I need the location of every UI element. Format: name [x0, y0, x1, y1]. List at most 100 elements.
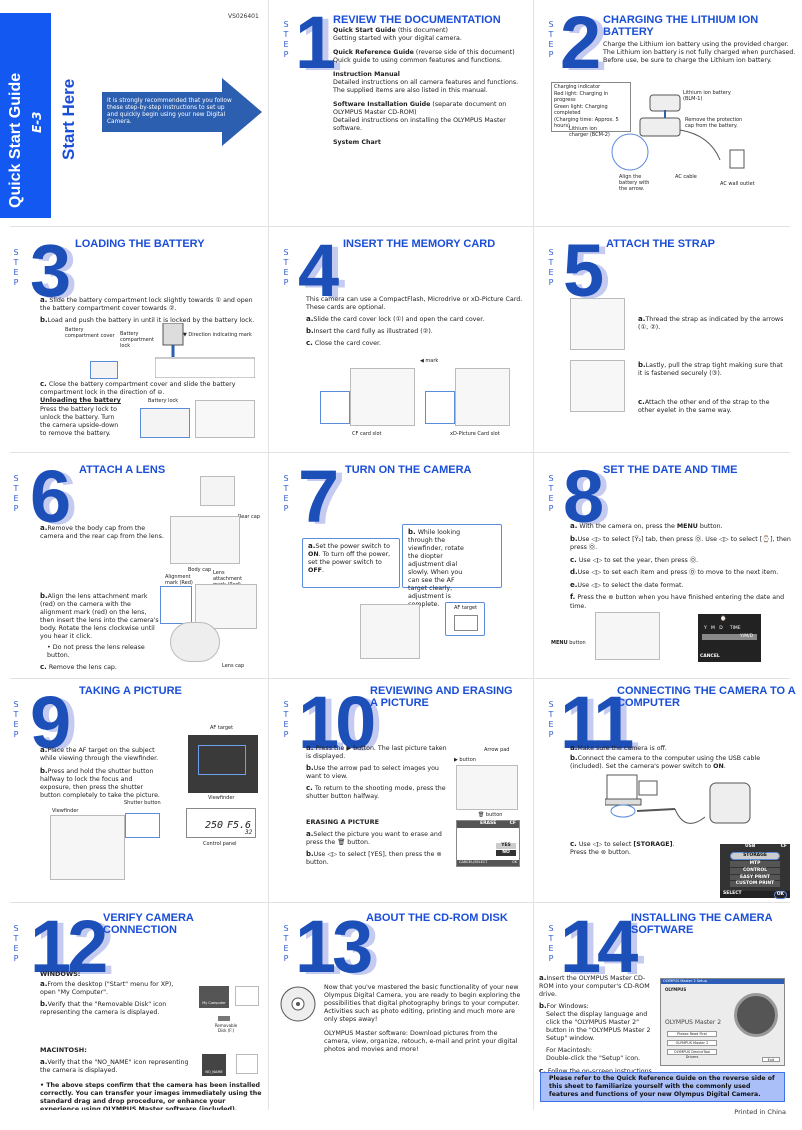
menu-button-label: MENU	[551, 640, 568, 646]
row-divider	[10, 678, 790, 679]
doc-note: (separate document on OLYMPUS Master CD-…	[333, 101, 507, 116]
cap-label: Remove the protection cap from the batte…	[685, 117, 743, 129]
doc-name: Quick Start Guide	[333, 27, 396, 34]
charger-label: Lithium ion charger (BCM-2)	[569, 126, 610, 138]
step-title: REVIEW THE DOCUMENTATION	[333, 14, 501, 26]
battery-insert-illustration	[155, 323, 255, 378]
ok-hint: OK	[511, 860, 517, 864]
instruction-b: Use ◁▷ to select [Ÿ₂] tab, then press Ⓞ.…	[570, 535, 791, 552]
instruction-b: Align the lens attachment mark (red) on …	[40, 593, 159, 640]
doc-name: System Chart	[333, 139, 381, 146]
no-name-disk-icon: NO_NAME	[202, 1054, 226, 1076]
setup-window: OLYMPUS Master 2 Setup OLYMPUS OLYMPUS M…	[660, 978, 785, 1066]
step-number: 7	[298, 455, 339, 538]
column-divider	[533, 0, 534, 1110]
instruction-d: Use ◁▷ to set each item and press Ⓞ to m…	[577, 569, 779, 576]
instruction-b: While looking through the viewfinder, ro…	[408, 529, 464, 608]
doc-note: (this document)	[397, 27, 448, 34]
step-title: REVIEWING AND ERASING A PICTURE	[370, 685, 513, 709]
body-cap-label: Body cap	[188, 567, 212, 573]
instruction-a: Thread the strap as indicated by the arr…	[638, 316, 784, 331]
instruction-a: Slide the battery compartment lock sligh…	[40, 297, 253, 312]
usb-option-control[interactable]: CONTROL	[730, 867, 780, 874]
device-drivers-button[interactable]: OLYMPUS DeviceTool Drivers	[667, 1049, 717, 1059]
title-banner: Quick Start Guide E-3	[0, 13, 51, 218]
instruction-b: Press and hold the shutter button halfwa…	[40, 768, 160, 799]
usb-option-custom-print[interactable]: CUSTOM PRINT	[730, 881, 780, 888]
please-read-first-button[interactable]: Please Read First	[667, 1031, 717, 1037]
instruction-a: Press the ▶ button. The last picture tak…	[306, 745, 447, 760]
text: button.	[697, 523, 723, 530]
usb-option-mtp[interactable]: MTP	[730, 860, 780, 867]
cancel-label: CANCEL	[700, 654, 720, 659]
charger-illustration	[611, 94, 745, 171]
usb-option-easy-print[interactable]: EASY PRINT	[730, 874, 780, 881]
instruction-b: Load and push the battery in until it is…	[47, 317, 255, 324]
doc-desc: Quick guide to using common features and…	[333, 57, 503, 64]
body-cap-figure	[170, 516, 240, 564]
date-fields	[702, 634, 757, 640]
step-title: CHARGING THE LITHIUM ION BATTERY	[603, 14, 759, 38]
text: . To turn off the power, set the power s…	[308, 551, 391, 566]
instruction-c: Remove the lens cap.	[48, 664, 117, 671]
alignment-mark-label: Alignment mark (Red)	[165, 574, 193, 586]
af-target-label: AF target	[210, 725, 234, 731]
row-divider	[10, 452, 790, 453]
step-number: 6	[30, 455, 71, 538]
text: .	[321, 567, 324, 574]
exit-button[interactable]: Exit	[762, 1057, 780, 1062]
date-time-screen: ⌚ Y M D TIME Y/M/D CANCEL	[698, 614, 761, 662]
erase-title: ERASING A PICTURE	[306, 818, 380, 826]
usb-option-storage[interactable]: STORAGE	[730, 852, 780, 860]
instruction-c: Follow the on-screen instructions. For m…	[547, 1068, 654, 1072]
step-title: LOADING THE BATTERY	[75, 238, 205, 250]
charging-indicator-box: Charging indicator Red light: Charging i…	[551, 82, 631, 132]
mac-heading: For Macintosh:	[546, 1047, 593, 1054]
step-number: 14	[560, 905, 638, 988]
card-intro: This camera can use a CompactFlash, Micr…	[306, 296, 523, 311]
yes-option: YES	[496, 843, 516, 849]
instruction-b: Select the display language and click th…	[546, 1011, 651, 1042]
cable-label: AC cable	[675, 174, 697, 180]
instruction-a: Remove the body cap from the camera and …	[40, 525, 164, 540]
strap-figure-1	[570, 298, 625, 350]
cd-intro: Now that you've mastered the basic funct…	[324, 984, 521, 1023]
step-title: INSTALLING THE CAMERA SOFTWARE	[631, 912, 773, 936]
instruction-c: Use ◁▷ to select	[578, 841, 634, 848]
step-title: INSERT THE MEMORY CARD	[343, 238, 496, 250]
doc-note: (reverse side of this document)	[415, 49, 515, 56]
lock-detail-figure	[90, 361, 118, 379]
windows-heading: For Windows:	[546, 1003, 589, 1010]
alignment-detail	[160, 586, 192, 624]
master-software-desc: OLYMPUS Master software: Download pictur…	[324, 1030, 518, 1053]
instruction-b: Use the arrow pad to select images you w…	[306, 765, 439, 780]
play-button-label: ▶ button	[454, 757, 476, 763]
screen-title: USB	[745, 844, 756, 849]
step-number: 5	[563, 229, 604, 312]
instruction-c: Use ◁▷ to set the year, then press Ⓞ.	[578, 556, 699, 564]
window-brand: OLYMPUS	[665, 987, 687, 992]
document-id: VS026401	[228, 13, 259, 20]
control-panel-display: 250 F5.6 32	[186, 808, 256, 838]
row-divider	[10, 226, 790, 227]
xd-slot-label: xD-Picture Card slot	[450, 431, 500, 437]
step-number: 1	[295, 1, 336, 84]
olympus-master-2-button[interactable]: OLYMPUS Master 2	[667, 1040, 717, 1046]
indicator-line: (Charging time: Approx. 5 hours)	[554, 116, 619, 130]
step-number: 4	[298, 229, 339, 312]
windows-instruction-a: From the desktop ("Start" menu for XP), …	[40, 981, 174, 996]
af-target-label: AF target	[454, 605, 478, 611]
camera-mount-figure	[195, 584, 257, 629]
